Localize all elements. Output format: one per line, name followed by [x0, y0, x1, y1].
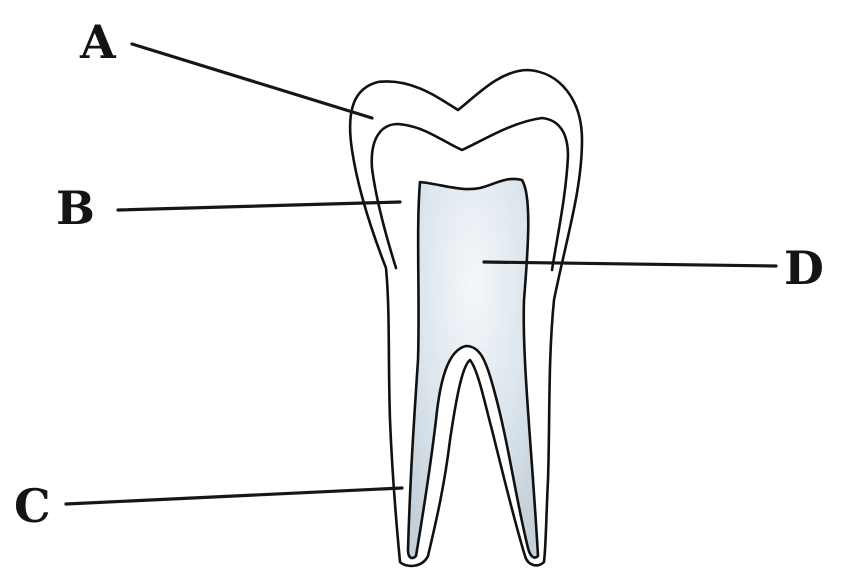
label-c: C [14, 479, 51, 533]
label-d: D [784, 241, 824, 295]
leader-line-a [132, 44, 372, 118]
leader-line-b [118, 202, 400, 210]
leader-line-c [66, 488, 402, 504]
label-a: A [79, 15, 117, 69]
label-b: B [56, 181, 95, 235]
